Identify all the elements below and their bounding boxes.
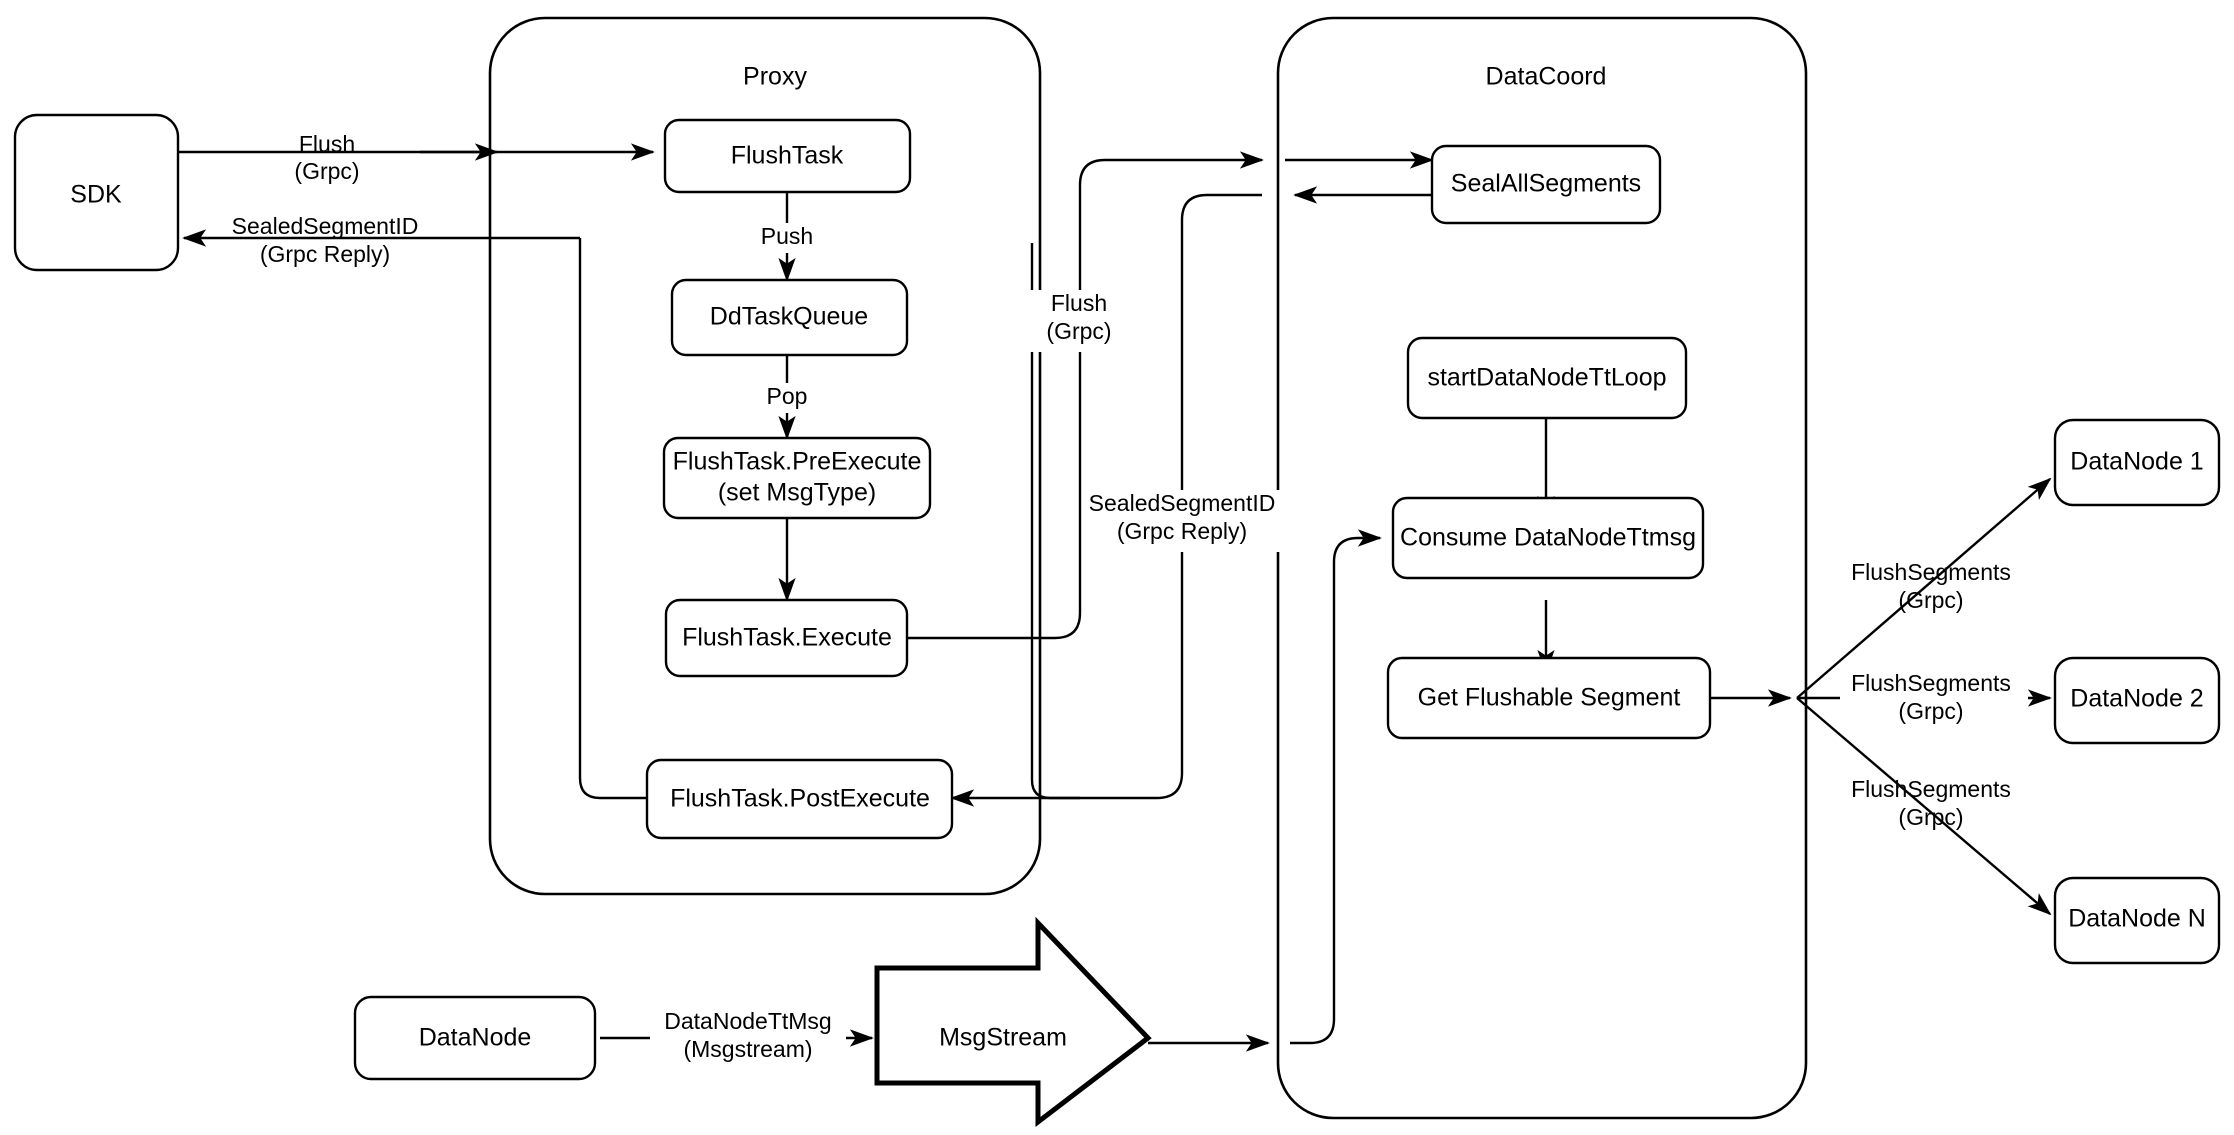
node-flushtask-execute[interactable]: FlushTask.Execute [664,598,909,678]
execute-label: FlushTask.Execute [682,624,892,652]
flushsegments-n-line2: (Grpc) [1898,804,1963,830]
sealedsegmentid-label-line2: (Grpc Reply) [260,241,390,267]
sealallsegments-box[interactable] [1430,144,1662,225]
coord-flush-label-line1: Flush [1051,290,1107,316]
flushtask-box[interactable] [663,118,912,194]
datanode-source-box[interactable] [353,995,597,1081]
preexecute-box[interactable] [662,436,932,520]
edge-postexecute-to-sdk-rail [578,238,647,800]
consume-datanode-ttmsg-box[interactable] [1391,496,1705,580]
edge-ttmsg-into-consume [1290,529,1382,1045]
start-datanode-tt-loop-box[interactable] [1406,336,1688,420]
datanode-ttmsg-line1: DataNodeTtMsg [664,1008,831,1034]
edge-fanout-to-datanode-n [1796,697,2052,916]
datanode-source-label: DataNode [419,1024,532,1052]
datanode-ttmsg-line2: (Msgstream) [683,1036,812,1062]
datanode-ttmsg-bg [650,1008,846,1068]
sdk-box[interactable] [13,113,180,272]
edge-label-flushsegments-n: FlushSegments (Grpc) [1851,776,2011,830]
msgstream-arrow-shape[interactable] [874,916,1152,1128]
flushtask-label: FlushTask [731,142,844,170]
flushsegments-2-line2: (Grpc) [1898,698,1963,724]
datanode-n-label: DataNode N [2068,905,2206,933]
flushsegments-2-bg [1840,674,2028,730]
datanode-n-box[interactable] [2053,876,2221,965]
node-datanode-2[interactable]: DataNode 2 [2053,656,2221,745]
edge-label-flushsegments-1: FlushSegments (Grpc) [1851,559,2011,613]
edge-reply-proxy-border-rail [1030,243,1080,800]
edge-label-pop: Pop [757,383,819,413]
sdk-label: SDK [70,181,122,209]
proxy-container-label: Proxy [743,63,807,91]
edge-label-flush-grpc: Flush (Grpc) [294,131,359,184]
postexecute-box[interactable] [645,758,954,840]
start-datanode-tt-loop-label: startDataNodeTtLoop [1427,364,1666,392]
preexecute-label-line2: (set MsgType) [718,479,876,507]
flushsegments-n-line1: FlushSegments [1851,776,2011,802]
node-msgstream[interactable]: MsgStream [874,916,1152,1128]
preexecute-label-line1: FlushTask.PreExecute [673,448,922,476]
edge-execute-to-sealallsegments [907,151,1264,640]
coord-flush-label-line2: (Grpc) [1046,318,1111,344]
execute-box[interactable] [664,598,909,678]
coord-flush-label-bg [1022,290,1132,352]
node-sdk[interactable]: SDK [13,113,180,272]
get-flushable-segment-label: Get Flushable Segment [1418,684,1681,712]
edge-label-coord-to-proxy-reply: SealedSegmentID (Grpc Reply) [1085,490,1285,552]
sealedsegmentid-label-line1: SealedSegmentID [232,213,419,239]
datacoord-container-label: DataCoord [1486,63,1607,91]
pop-label-bg [757,383,819,413]
datanode-2-box[interactable] [2053,656,2221,745]
sealallsegments-label: SealAllSegments [1451,170,1641,198]
node-ddtaskqueue[interactable]: DdTaskQueue [670,278,909,357]
coord-reply-label-bg [1085,490,1285,552]
edge-label-flushsegments-2: FlushSegments (Grpc) [1840,670,2028,730]
node-start-datanode-tt-loop[interactable]: startDataNodeTtLoop [1406,336,1688,420]
push-label: Push [761,223,813,249]
flush-label-line1: Flush [299,131,355,157]
node-flushtask-preexecute[interactable]: FlushTask.PreExecute (set MsgType) [662,436,932,520]
node-sealallsegments[interactable]: SealAllSegments [1430,144,1662,225]
edge-label-proxy-to-coord-flush: Flush (Grpc) [1022,290,1132,352]
datanode-1-box[interactable] [2053,418,2221,507]
edge-label-push: Push [752,223,824,253]
ddtaskqueue-box[interactable] [670,278,909,357]
flushsegments-1-line1: FlushSegments [1851,559,2011,585]
consume-datanode-ttmsg-label: Consume DataNodeTtmsg [1400,524,1696,552]
datanode-1-label: DataNode 1 [2070,448,2203,476]
node-datanode-1[interactable]: DataNode 1 [2053,418,2221,507]
node-datanode-source[interactable]: DataNode [353,995,597,1081]
node-consume-datanode-ttmsg[interactable]: Consume DataNodeTtmsg [1391,496,1705,580]
edge-label-datanode-ttmsg: DataNodeTtMsg (Msgstream) [650,1008,846,1068]
pop-label: Pop [767,383,808,409]
push-label-bg [752,223,824,253]
flushsegments-1-line2: (Grpc) [1898,587,1963,613]
node-datanode-n[interactable]: DataNode N [2053,876,2221,965]
edge-label-sealedsegmentid-reply: SealedSegmentID (Grpc Reply) [232,213,419,267]
flush-label-line2: (Grpc) [294,158,359,184]
node-flushtask[interactable]: FlushTask [663,118,912,194]
get-flushable-segment-box[interactable] [1386,656,1712,740]
ddtaskqueue-label: DdTaskQueue [710,303,868,331]
node-get-flushable-segment[interactable]: Get Flushable Segment [1386,656,1712,740]
coord-reply-label-line2: (Grpc Reply) [1117,518,1247,544]
node-flushtask-postexecute[interactable]: FlushTask.PostExecute [645,758,954,840]
msgstream-label: MsgStream [939,1024,1067,1052]
datanode-2-label: DataNode 2 [2070,685,2203,713]
flushsegments-2-line1: FlushSegments [1851,670,2011,696]
coord-reply-label-line1: SealedSegmentID [1089,490,1276,516]
postexecute-label: FlushTask.PostExecute [670,785,930,813]
edge-fanout-to-datanode-1 [1796,477,2052,699]
